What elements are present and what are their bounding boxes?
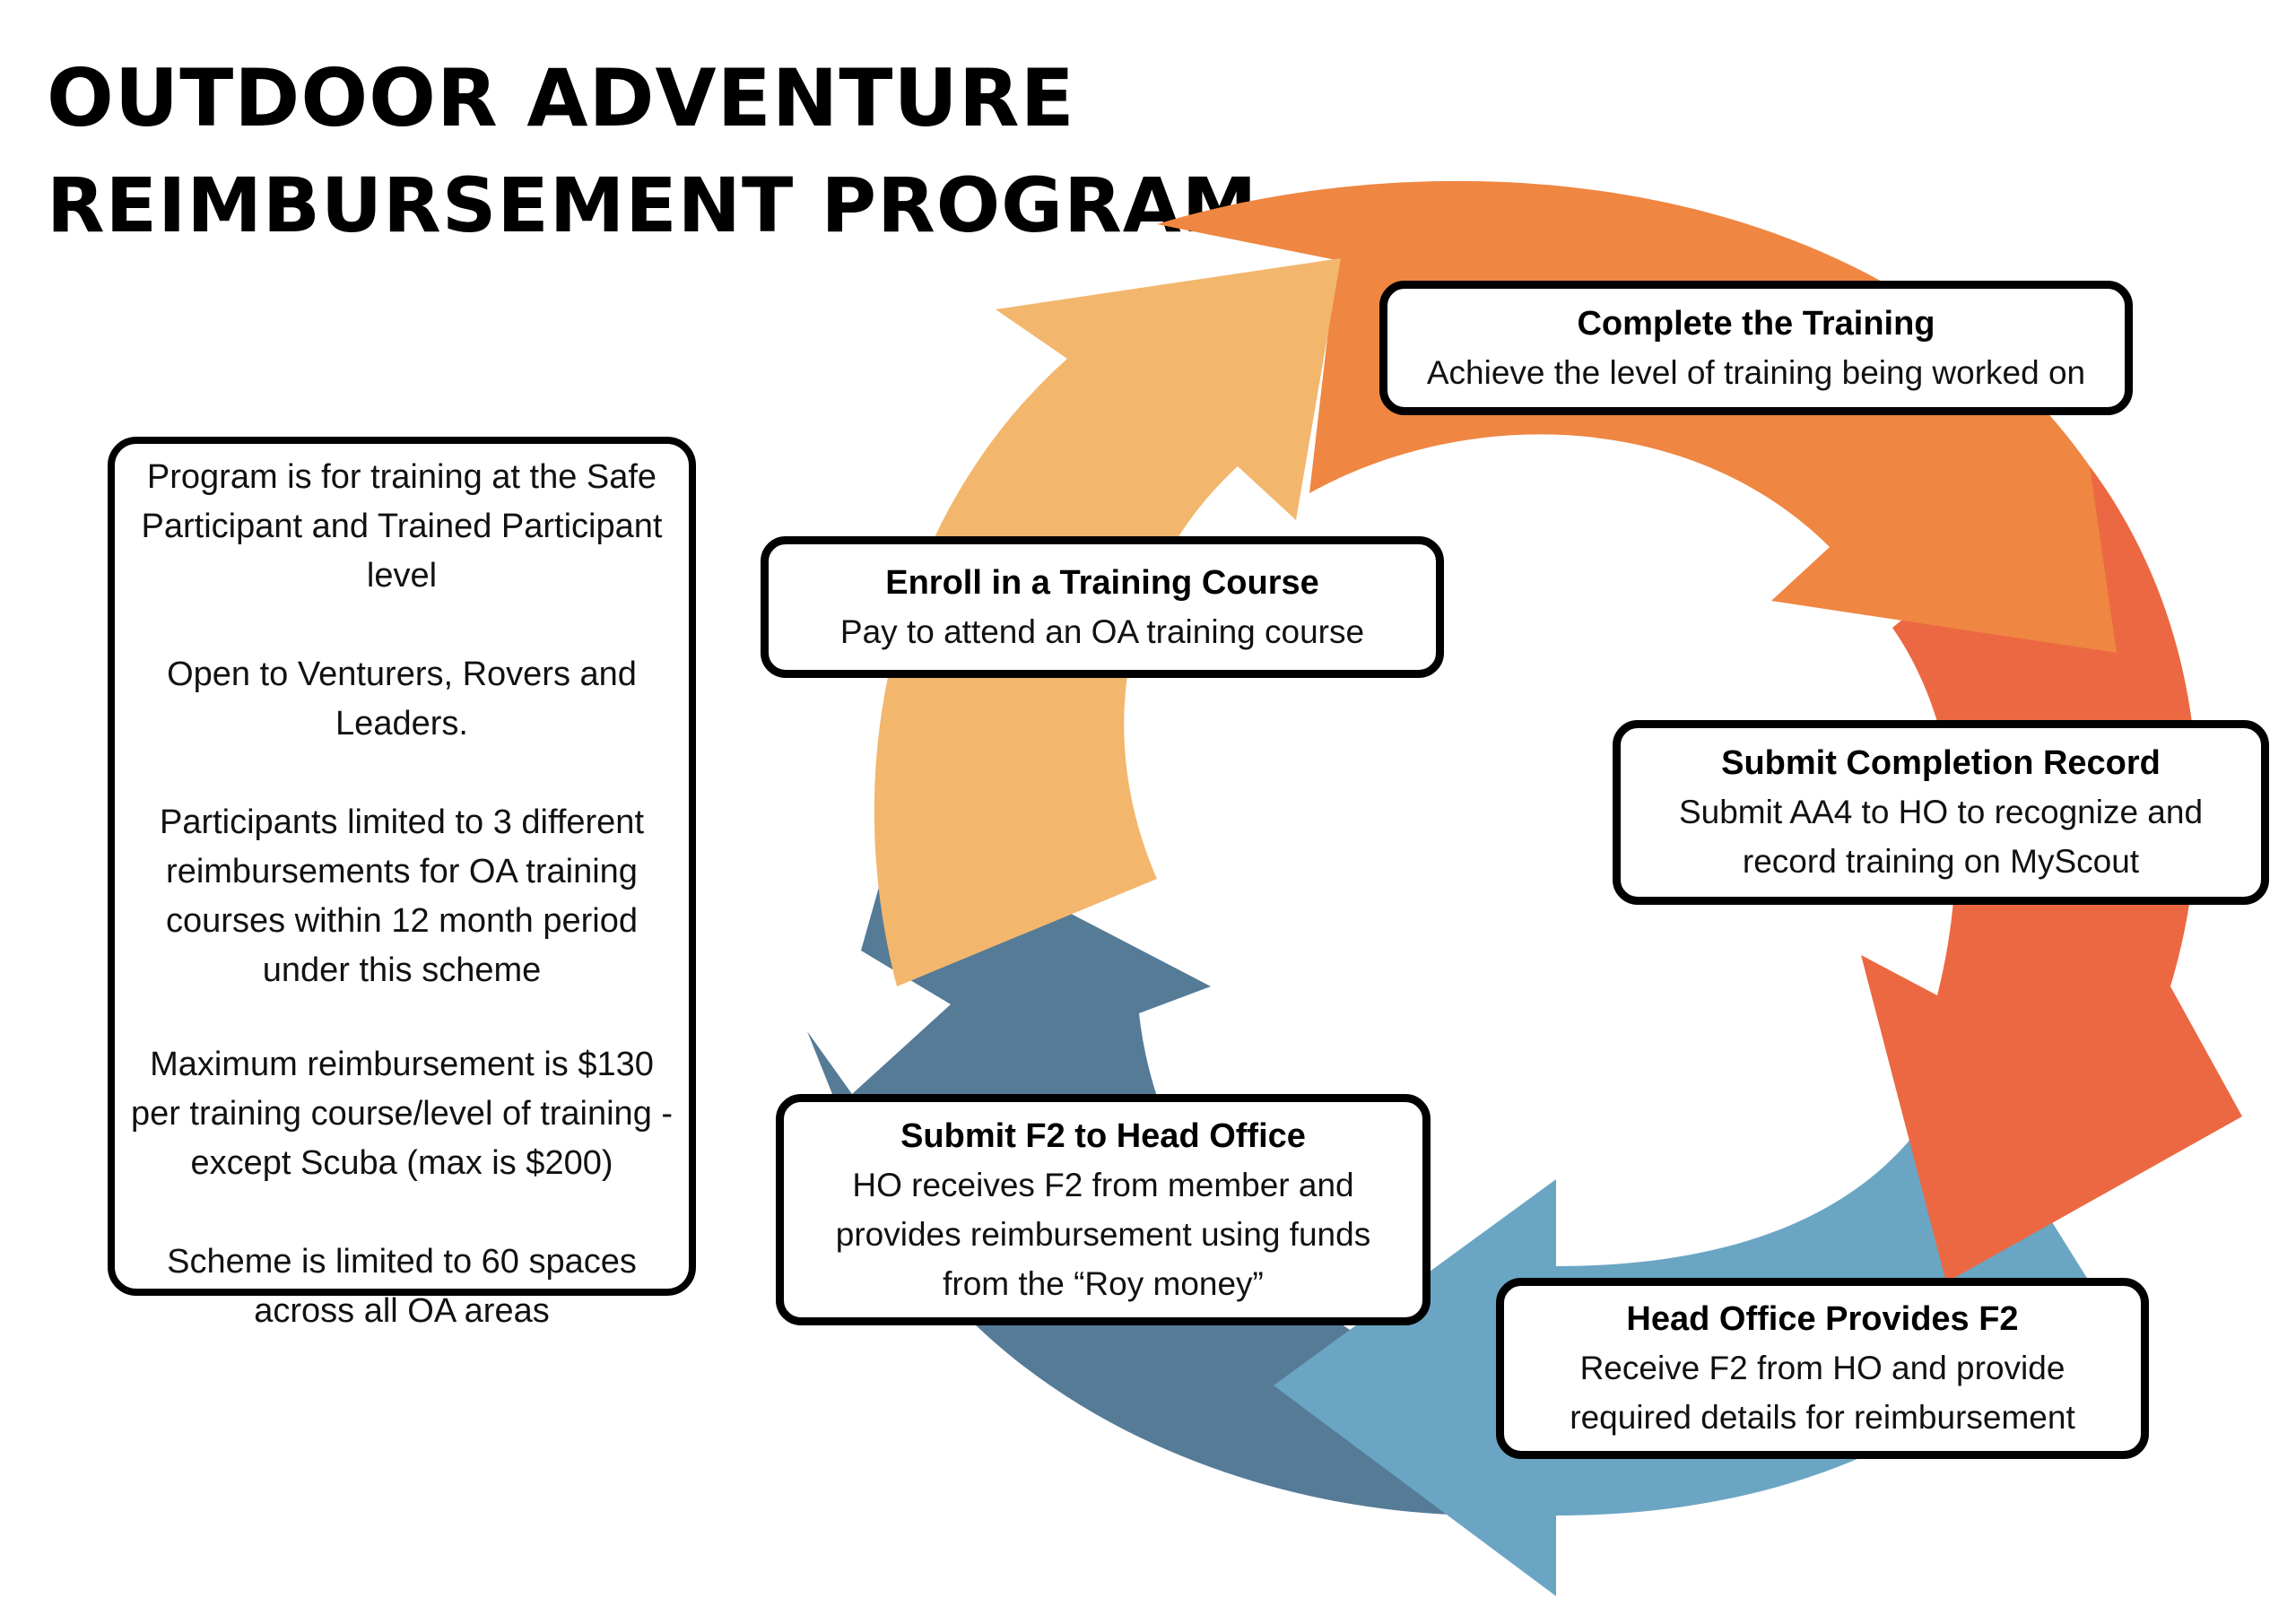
step-title: Enroll in a Training Course [885,563,1319,602]
page-title-line-2: REIMBURSEMENT PROGRAM [47,161,1258,249]
info-scheme-spaces: Scheme is limited to 60 spaces across al… [167,1243,637,1330]
step-title: Complete the Training [1577,304,1935,343]
step-title: Submit Completion Record [1721,744,2161,782]
step-description: HO receives F2 from member and provides … [835,1166,1371,1302]
info-eligibility-level: Program is for training at the Safe Part… [141,458,663,595]
step-title: Head Office Provides F2 [1626,1300,2019,1338]
step-description: Pay to attend an OA training course [839,612,1365,650]
info-max-reimbursement: Maximum reimbursement is $130 per traini… [130,1046,674,1182]
step-title: Submit F2 to Head Office [900,1116,1306,1155]
step-description: Achieve the level of training being work… [1426,353,2086,391]
step-complete-training: Complete the Training Achieve the level … [1379,281,2133,415]
step-head-office-provides-f2: Head Office Provides F2 Receive F2 from … [1496,1278,2149,1459]
info-open-to: Open to Venturers, Rovers and Leaders. [167,656,637,743]
step-description: Submit AA4 to HO to recognize and record… [1678,794,2204,880]
page-title-line-1: OUTDOOR ADVENTURE [47,52,1075,144]
info-participant-limit: Participants limited to 3 different reim… [159,803,644,989]
step-submit-completion-record: Submit Completion Record Submit AA4 to H… [1613,720,2269,905]
program-info-box: Program is for training at the Safe Part… [108,437,696,1330]
step-enroll: Enroll in a Training Course Pay to atten… [761,536,1444,678]
step-submit-f2: Submit F2 to Head Office HO receives F2 … [776,1094,1431,1325]
step-description: Receive F2 from HO and provide required … [1570,1350,2075,1436]
